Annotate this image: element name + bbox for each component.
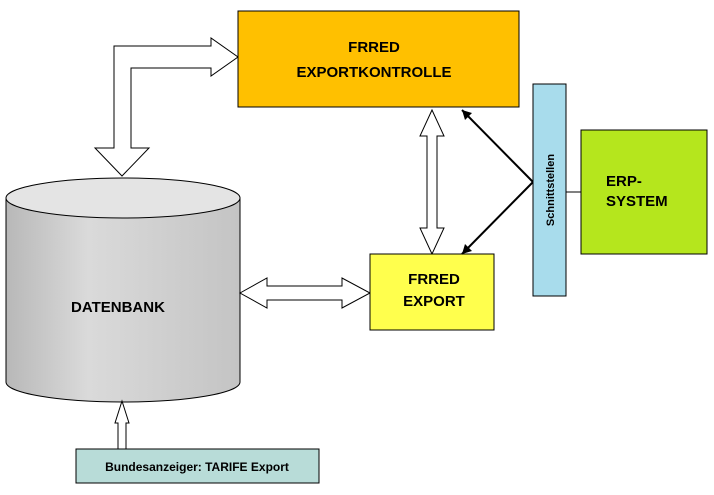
connector-arrowhead-export [462,244,472,254]
schnittstellen-box [532,83,567,297]
erp-node: ERP- SYSTEM [580,129,708,255]
erp-box [580,129,708,255]
bundesanzeiger-node: Bundesanzeiger: TARIFE Export [75,448,320,484]
connector-arrowhead-exportkontrolle [462,110,472,120]
cylinder-top [5,177,241,219]
bundesanzeiger-box [75,448,320,484]
erp-label-line2: SYSTEM [606,193,668,210]
exportkontrolle-label-line1: FRRED [348,39,400,56]
export-node: FRRED EXPORT [369,253,495,331]
datenbank-cylinder: DATENBANK [5,177,241,403]
db-exportkontrolle-arrow [93,37,239,177]
schnittstellen-connectors [461,109,581,255]
exportkontrolle-box [237,10,520,108]
exportkontrolle-label-line2: EXPORTKONTROLLE [296,64,451,81]
bundesanzeiger-db-arrow [114,399,130,450]
export-box [369,253,495,331]
connector-to-export [461,181,534,255]
erp-label-line1: ERP- [606,173,642,190]
export-label-line1: FRRED [408,271,460,288]
connector-to-exportkontrolle [461,109,534,183]
exportkontrolle-export-arrow [419,108,445,256]
db-export-arrow [238,277,372,309]
bundesanzeiger-label: Bundesanzeiger: TARIFE Export [105,460,289,474]
exportkontrolle-node: FRRED EXPORTKONTROLLE [237,10,520,108]
export-label-line2: EXPORT [403,293,465,310]
schnittstellen-label: Schnittstellen [545,154,557,226]
schnittstellen-node: Schnittstellen [532,83,567,297]
datenbank-label: DATENBANK [71,299,165,316]
cylinder-body [5,197,241,403]
